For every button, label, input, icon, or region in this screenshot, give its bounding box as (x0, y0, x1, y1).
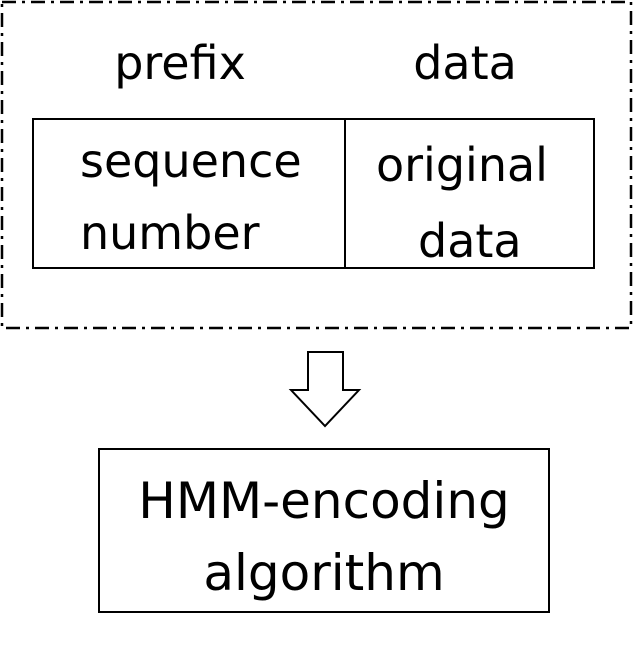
algorithm-label-line2: algorithm (203, 544, 445, 602)
algorithm-label-line1: HMM-encoding (138, 472, 510, 530)
packet-record-box: sequence number original data (32, 118, 595, 269)
sequence-number-label-line2: number (80, 206, 260, 260)
original-data-label-line1: original (376, 138, 548, 192)
original-data-field: original data (346, 120, 593, 267)
packet-group-frame (0, 0, 633, 330)
prefix-header: prefix (114, 36, 246, 90)
sequence-number-field: sequence number (34, 120, 346, 267)
sequence-number-label-line1: sequence (80, 134, 302, 188)
hmm-encoding-algorithm-box: HMM-encoding algorithm (98, 448, 550, 613)
data-header: data (413, 36, 517, 90)
down-arrow-icon (288, 351, 362, 428)
original-data-label-line2: data (418, 214, 522, 268)
